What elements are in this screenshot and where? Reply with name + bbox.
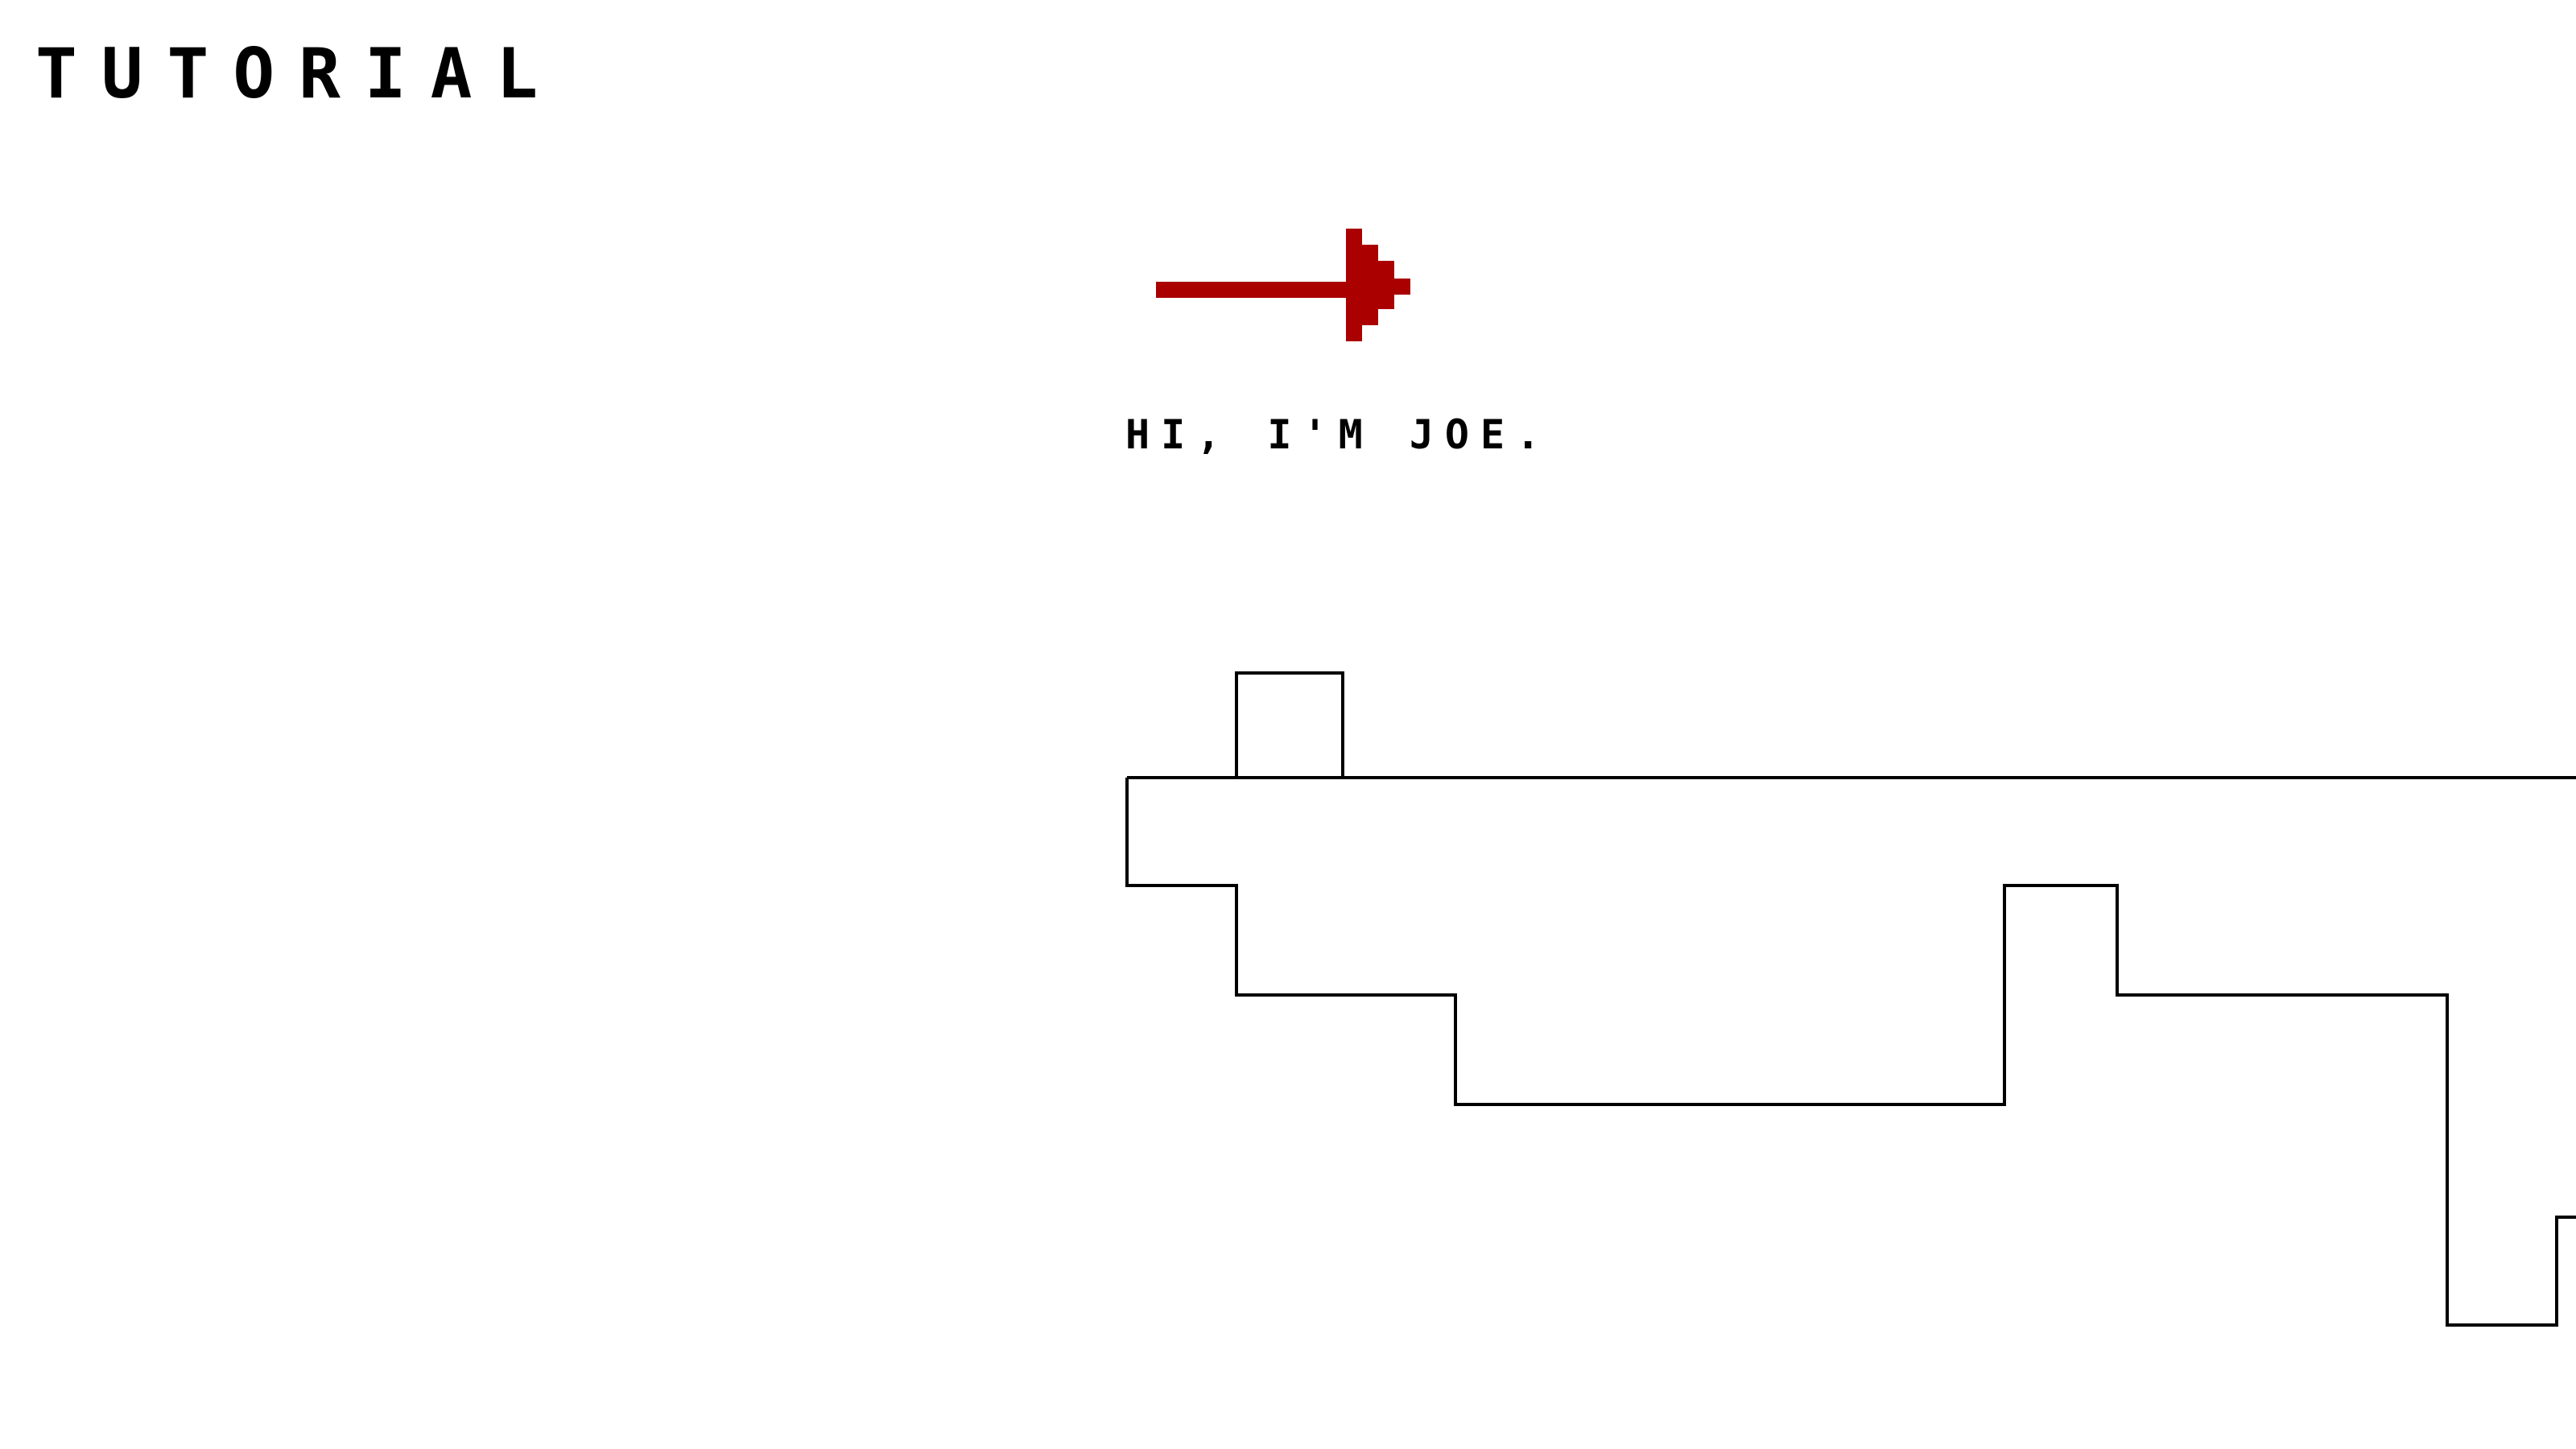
level-title: TUTORIAL: [35, 34, 563, 114]
ground-outline: [1125, 778, 2576, 1327]
joe-greeting-text: HI, I'M JOE.: [1125, 411, 1552, 458]
crate-block: [1235, 671, 1344, 778]
player-arrow-icon: [1156, 229, 1410, 341]
